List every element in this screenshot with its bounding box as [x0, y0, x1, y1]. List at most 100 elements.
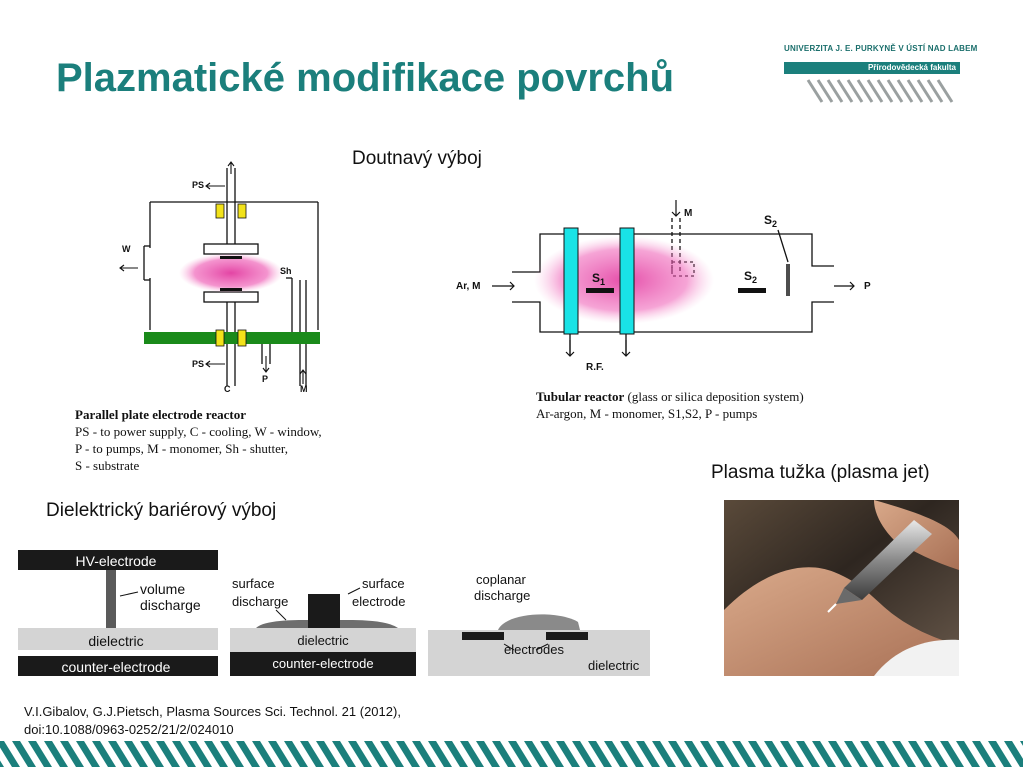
label-counter-electrode: counter-electrode: [272, 656, 373, 671]
university-logo: UNIVERZITA J. E. PURKYNĚ V ÚSTÍ NAD LABE…: [784, 44, 977, 106]
footer-stripe: [812, 741, 836, 767]
label-coplanar: coplanar: [476, 572, 527, 587]
footer-stripe: [140, 741, 164, 767]
footer-stripe: [220, 741, 244, 767]
label-counter-electrode: counter-electrode: [62, 659, 171, 675]
parallel-plate-caption: Parallel plate electrode reactor PS - to…: [75, 406, 322, 474]
footer-stripe: [396, 741, 420, 767]
footer-stripe: [892, 741, 916, 767]
label-surface: surface: [232, 576, 275, 591]
label-ar-m: Ar, M: [456, 281, 480, 292]
footer-stripe: [348, 741, 372, 767]
footer-stripe: [0, 741, 20, 767]
footer-stripe: [156, 741, 180, 767]
footer-stripe: [460, 741, 484, 767]
label-m: M: [300, 384, 308, 394]
label-dielectric: dielectric: [588, 658, 640, 673]
footer-stripe: [652, 741, 676, 767]
citation-line: V.I.Gibalov, G.J.Pietsch, Plasma Sources…: [24, 704, 401, 719]
dbd-configurations-diagram: HV-electrode counter-electrode volume di…: [18, 550, 650, 676]
footer-stripe: [476, 741, 500, 767]
parallel-caption-line: P - to pumps, M - monomer, Sh - shutter,: [75, 441, 288, 456]
logo-stripes-icon: [806, 79, 954, 103]
label-p: P: [864, 281, 871, 292]
footer-stripe: [124, 741, 148, 767]
footer-stripe: [556, 741, 580, 767]
footer-stripe: [956, 741, 980, 767]
footer-stripe: [636, 741, 660, 767]
parallel-caption-title: Parallel plate electrode reactor: [75, 407, 246, 422]
footer-stripe: [300, 741, 324, 767]
citation-line: doi:10.1088/0963-0252/21/2/024010: [24, 722, 234, 737]
footer-stripe: [204, 741, 228, 767]
label-coplanar-discharge: discharge: [474, 588, 530, 603]
footer-stripe: [252, 741, 276, 767]
tubular-caption: Tubular reactor (glass or silica deposit…: [536, 388, 804, 422]
footer-stripe: [876, 741, 900, 767]
label-electrodes: electrodes: [504, 642, 564, 657]
parallel-caption-line: PS - to power supply, C - cooling, W - w…: [75, 424, 322, 439]
footer-stripe: [508, 741, 532, 767]
label-volume: volume: [140, 581, 185, 597]
plasma-jet-photo: [724, 500, 959, 676]
tubular-reactor-diagram: M S2 Ar, M S1 S2 P R.F.: [456, 200, 871, 373]
label-surface-electrode-top: surface: [362, 576, 405, 591]
label-p: P: [262, 374, 268, 384]
label-rf: R.F.: [586, 362, 604, 373]
faculty-bar: Přírodovědecká fakulta: [784, 62, 960, 74]
footer-stripe: [92, 741, 116, 767]
footer-stripe: [380, 741, 404, 767]
footer-stripe: [540, 741, 564, 767]
tubular-caption-title: Tubular reactor: [536, 389, 625, 404]
footer-stripe: [988, 741, 1012, 767]
label-volume-discharge: discharge: [140, 597, 201, 613]
label-dielectric: dielectric: [88, 633, 143, 649]
footer-stripe: [844, 741, 868, 767]
footer-stripe: [1020, 741, 1023, 746]
citation: V.I.Gibalov, G.J.Pietsch, Plasma Sources…: [24, 703, 401, 739]
footer-stripe: [172, 741, 196, 767]
slide-title: Plazmatické modifikace povrchů: [56, 56, 675, 100]
footer-stripe: [748, 741, 772, 767]
footer-stripe: [76, 741, 100, 767]
footer-stripe: [716, 741, 740, 767]
label-s2-top: S2: [764, 213, 777, 229]
label-c: C: [224, 384, 231, 394]
faculty-name: Přírodovědecká fakulta: [867, 63, 956, 72]
footer-stripes: [0, 741, 1023, 767]
footer-stripe: [188, 741, 212, 767]
label-ps-top: PS: [192, 180, 204, 190]
footer-stripe: [940, 741, 964, 767]
label-sh: Sh: [280, 266, 292, 276]
footer-stripe: [700, 741, 724, 767]
label-surface-electrode: electrode: [352, 594, 405, 609]
footer-stripe: [732, 741, 756, 767]
footer-stripe: [588, 741, 612, 767]
footer-stripe: [60, 741, 84, 767]
university-name: UNIVERZITA J. E. PURKYNĚ V ÚSTÍ NAD LABE…: [784, 44, 978, 53]
footer-stripe: [492, 741, 516, 767]
footer-stripe: [796, 741, 820, 767]
footer-stripe: [764, 741, 788, 767]
footer-stripe: [860, 741, 884, 767]
footer-stripe: [972, 741, 996, 767]
label-hv-electrode: HV-electrode: [76, 553, 157, 569]
footer-stripe: [1004, 741, 1023, 767]
parallel-plate-diagram: PS W Sh PS C P M: [119, 161, 320, 394]
footer-stripe: [0, 760, 4, 767]
footer-stripe: [364, 741, 388, 767]
label-w: W: [122, 244, 131, 254]
footer-stripe: [236, 741, 260, 767]
footer-stripe: [412, 741, 436, 767]
footer-stripe: [604, 741, 628, 767]
label-s1: S1: [592, 271, 605, 287]
footer-stripe: [572, 741, 596, 767]
label-m: M: [684, 208, 692, 219]
footer-stripe: [444, 741, 468, 767]
tubular-caption-rest: (glass or silica deposition system): [624, 389, 804, 404]
label-ps-bottom: PS: [192, 359, 204, 369]
label-surface-discharge: discharge: [232, 594, 288, 609]
glow-discharge-heading: Doutnavý výboj: [352, 148, 482, 169]
footer-stripe: [428, 741, 452, 767]
dbd-heading: Dielektrický bariérový výboj: [46, 500, 277, 521]
